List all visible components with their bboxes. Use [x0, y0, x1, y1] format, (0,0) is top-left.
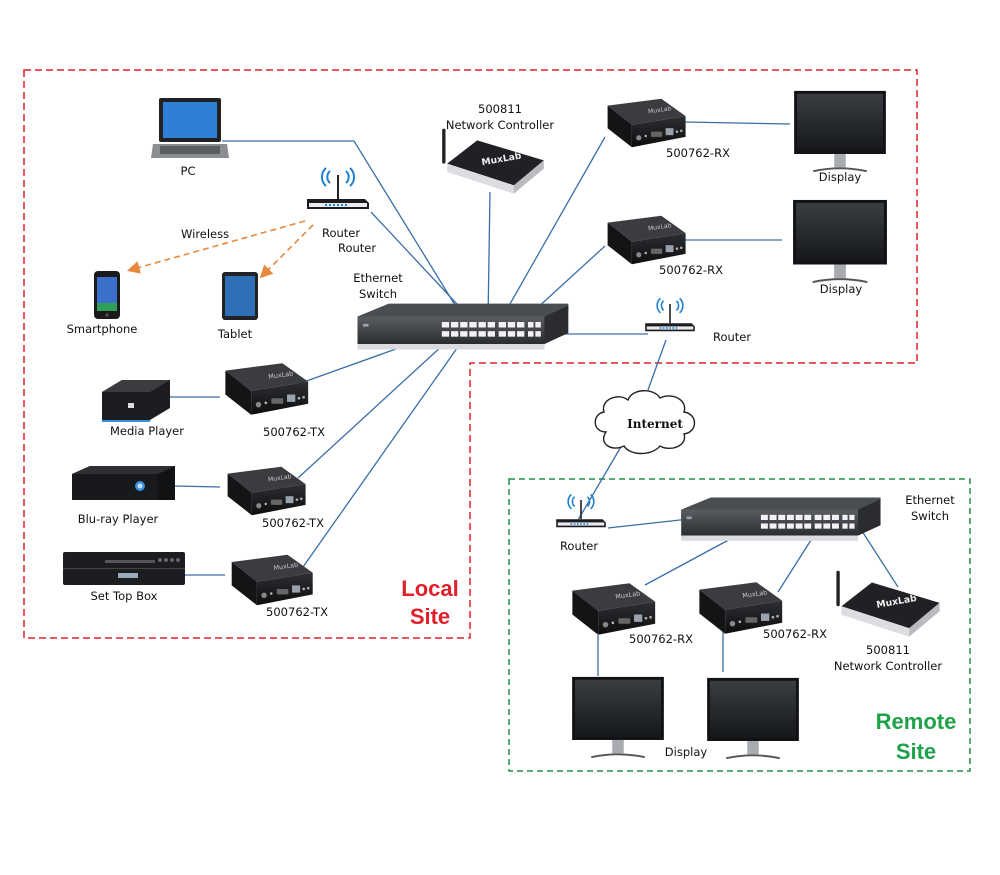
tx1-extender-icon[interactable] — [225, 363, 309, 415]
tx2-label: 500762-TX — [262, 516, 324, 530]
remote-rx1-extender-icon[interactable] — [572, 583, 656, 635]
local-display2-icon[interactable] — [792, 198, 888, 284]
local-controller-name: Network Controller — [446, 118, 555, 132]
wireless-to-smartphone — [126, 220, 306, 274]
local-display2-label: Display — [820, 282, 863, 296]
tx1-label: 500762-TX — [263, 425, 325, 439]
remote-switch-label-1: Ethernet — [905, 493, 955, 507]
tablet-label: Tablet — [217, 327, 253, 341]
remote-router-label: Router — [560, 539, 598, 553]
local-wan-router-label: Router — [713, 330, 751, 344]
tx2-extender-icon[interactable] — [227, 466, 306, 516]
wire-router-switch — [370, 211, 471, 319]
wire-tx2-switch — [297, 333, 456, 479]
local-ethernet-switch-icon[interactable] — [357, 303, 569, 350]
wifi-router-label-2: Router — [338, 241, 376, 255]
set-top-box-icon[interactable] — [63, 552, 185, 585]
smartphone-icon[interactable] — [94, 271, 120, 319]
local-rx2-extender-icon[interactable] — [607, 215, 686, 265]
local-switch-label-2: Switch — [359, 287, 397, 301]
wire-pc-switch — [222, 140, 464, 319]
local-rx1-extender-icon[interactable] — [607, 98, 686, 148]
media-player-icon[interactable] — [102, 380, 170, 422]
bluray-player-icon[interactable] — [72, 466, 175, 500]
remote-controller-name: Network Controller — [834, 659, 943, 673]
local-site-boundary — [23, 69, 918, 639]
wireless-label: Wireless — [181, 227, 229, 241]
wire-bluray-tx2 — [174, 485, 221, 488]
tx3-label: 500762-TX — [266, 605, 328, 619]
local-display1-icon[interactable] — [793, 89, 887, 173]
tx3-extender-icon[interactable] — [231, 554, 313, 606]
local-switch-label-1: Ethernet — [353, 271, 403, 285]
remote-site-boundary — [508, 478, 971, 772]
remote-switch-label-2: Switch — [911, 509, 949, 523]
remote-ethernet-switch-icon[interactable] — [681, 497, 881, 541]
internet-label: Internet — [627, 417, 683, 431]
local-controller-id: 500811 — [478, 102, 522, 116]
wire-internet-router — [577, 444, 623, 521]
remote-rx2-label: 500762-RX — [763, 627, 827, 641]
remote-controller-id: 500811 — [866, 643, 910, 657]
remote-site-title-1: Remote — [876, 709, 957, 734]
local-rx2-label: 500762-RX — [659, 263, 723, 277]
wifi-router-label: Router — [322, 226, 360, 240]
pc-label: PC — [181, 164, 196, 178]
wifi-router-icon[interactable] — [306, 167, 370, 210]
wire-tx3-switch — [302, 333, 468, 568]
remote-rx1-label: 500762-RX — [629, 632, 693, 646]
smartphone-label: Smartphone — [67, 322, 138, 336]
tablet-icon[interactable] — [222, 272, 258, 320]
local-network-controller-icon[interactable] — [442, 128, 544, 194]
local-rx1-label: 500762-RX — [666, 146, 730, 160]
local-wan-router-icon[interactable] — [644, 297, 696, 333]
set-top-box-label: Set Top Box — [91, 589, 158, 603]
remote-display1-icon[interactable] — [571, 675, 665, 759]
local-display1-label: Display — [819, 170, 862, 184]
wireless-to-tablet — [259, 224, 314, 279]
local-site-title-2: Site — [410, 604, 450, 629]
wire-rx1-display1 — [684, 121, 791, 125]
wire-controller-switch — [487, 191, 491, 321]
pc-laptop-icon[interactable] — [151, 98, 229, 158]
remote-router-icon[interactable] — [555, 493, 607, 529]
wire-switch-controller-remote — [859, 527, 899, 588]
internet-cloud-icon[interactable] — [594, 390, 696, 455]
local-wires — [126, 121, 791, 576]
remote-network-controller-icon[interactable] — [836, 570, 940, 637]
local-site-title-1: Local — [401, 576, 458, 601]
remote-site-title-2: Site — [896, 739, 936, 764]
media-player-label: Media Player — [110, 424, 184, 438]
remote-display-label: Display — [665, 745, 708, 759]
wire-rx1-switch — [501, 136, 606, 319]
bluray-player-label: Blu-ray Player — [78, 512, 159, 526]
wire-router-internet — [647, 339, 667, 391]
remote-display2-icon[interactable] — [706, 676, 800, 760]
